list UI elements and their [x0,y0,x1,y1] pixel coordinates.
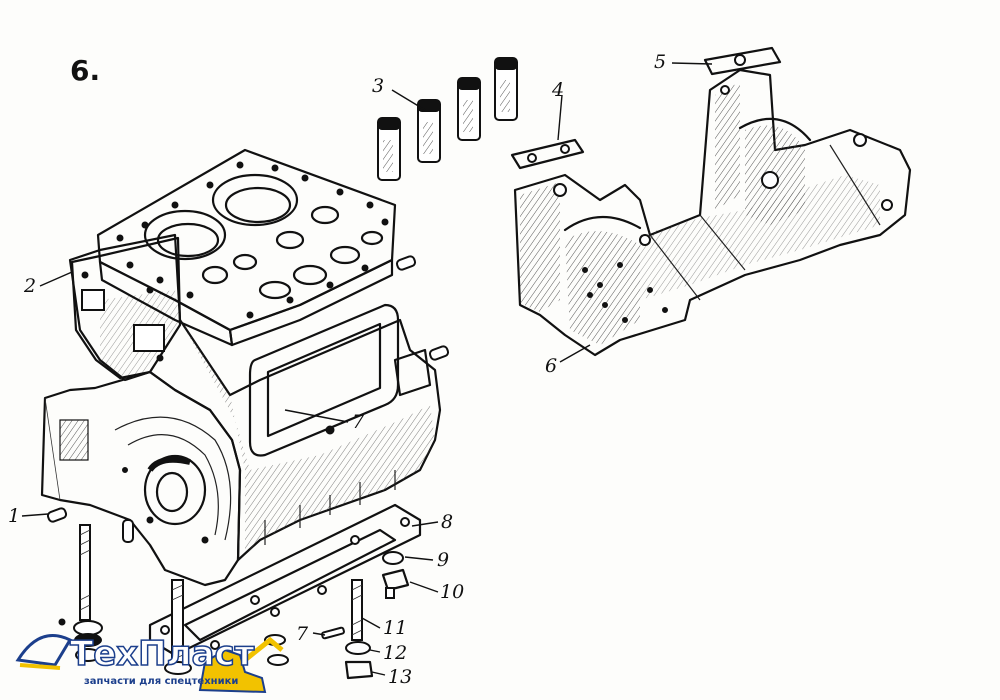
label-7-window: 7 [352,411,365,433]
label-4: 4 [551,79,564,101]
label-12: 12 [383,642,407,664]
label-8: 8 [441,511,453,533]
leader-lines [21,62,713,676]
watermark-brand: ТехПласт [69,633,255,675]
label-9: 9 [437,549,449,571]
label-10: 10 [440,581,464,603]
watermark-logo-graphic [15,634,284,694]
label-1: 1 [8,505,20,527]
label-3: 3 [372,75,384,97]
label-2: 2 [23,275,36,297]
watermark-logo: ТехПласт запчасти для спецтехники [12,628,255,698]
crankcase-frame [513,68,912,357]
label-13: 13 [388,666,412,688]
watermark-tagline: запчасти для спецтехники [84,676,239,687]
cylinder-block [40,148,442,587]
label-11: 11 [383,617,407,639]
label-7-pin: 7 [296,623,309,645]
shim-plate [510,138,585,170]
part-labels: 1 2 3 4 5 6 7 8 9 10 11 7 12 13 [8,51,666,688]
dowel-pins [46,255,450,543]
pan-gasket [148,503,422,657]
figure-number: 6. [70,54,100,87]
label-6: 6 [545,355,557,377]
top-plate [703,46,782,76]
cylinder-sleeves [377,57,518,181]
label-5: 5 [654,51,666,73]
